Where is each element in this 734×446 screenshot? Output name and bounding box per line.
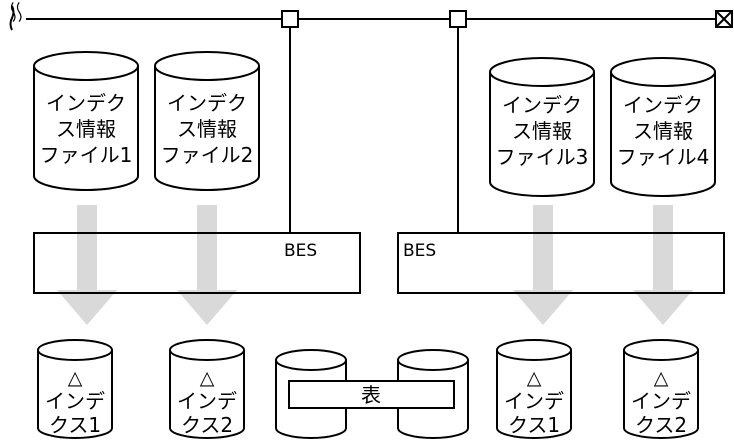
- file-1-line2: ス情報: [56, 117, 116, 141]
- file-4-line1: インデク: [623, 93, 703, 117]
- index-3: △ インデ クス1: [496, 339, 572, 439]
- arrows: [57, 205, 693, 325]
- terminator-cross-b: [715, 10, 733, 28]
- table-storage: 表: [275, 349, 469, 439]
- index-3-marker: △: [527, 367, 542, 389]
- index-2-line2: クス2: [181, 413, 233, 437]
- bes-box-1: BES: [33, 232, 361, 294]
- index-info-file-3: インデク ス情報 ファイル3: [489, 57, 595, 197]
- table-label: 表: [361, 383, 381, 407]
- bes-label-1: BES: [284, 241, 317, 261]
- index-4-line1: インデ: [631, 389, 691, 413]
- connector-node-2: [449, 10, 467, 28]
- wave-break-icon-b: [16, 2, 22, 22]
- file-4-line3: ファイル4: [617, 145, 710, 169]
- down-arrow-1: [57, 205, 117, 325]
- file-1-line1: インデク: [46, 91, 126, 115]
- down-arrow-3: [513, 205, 573, 325]
- index-1-marker: △: [68, 367, 83, 389]
- file-3-line1: インデク: [502, 93, 582, 117]
- index-info-file-4: インデク ス情報 ファイル4: [610, 57, 716, 197]
- down-arrow-4: [633, 205, 693, 325]
- bes-label-2: BES: [403, 241, 436, 261]
- index-3-line2: クス1: [508, 413, 560, 437]
- bes-box-2: BES: [397, 232, 725, 294]
- file-2-line3: ファイル2: [161, 143, 254, 167]
- index-1-line2: クス1: [49, 413, 101, 437]
- index-3-line1: インデ: [504, 389, 564, 413]
- index-2-line1: インデ: [177, 389, 237, 413]
- index-1: △ インデ クス1: [37, 339, 113, 439]
- index-4-line2: クス2: [635, 413, 687, 437]
- file-3-line3: ファイル3: [496, 145, 589, 169]
- connector-node-1: [281, 10, 299, 28]
- index-info-file-1: インデク ス情報 ファイル1: [33, 51, 139, 191]
- file-3-line2: ス情報: [512, 119, 572, 143]
- index-2-marker: △: [200, 367, 215, 389]
- file-1-line3: ファイル1: [40, 143, 133, 167]
- network-line: [9, 2, 733, 233]
- down-arrow-2: [177, 205, 237, 325]
- index-4-marker: △: [654, 367, 669, 389]
- table-box: [288, 380, 455, 409]
- index-1-line1: インデ: [45, 389, 105, 413]
- index-4: △ インデ クス2: [623, 339, 699, 439]
- index-info-file-2: インデク ス情報 ファイル2: [154, 51, 260, 191]
- wave-break-icon-a: [10, 2, 16, 22]
- file-2-line1: インデク: [167, 91, 247, 115]
- index-2: △ インデ クス2: [169, 339, 245, 439]
- file-2-line2: ス情報: [177, 117, 237, 141]
- file-4-line2: ス情報: [633, 119, 693, 143]
